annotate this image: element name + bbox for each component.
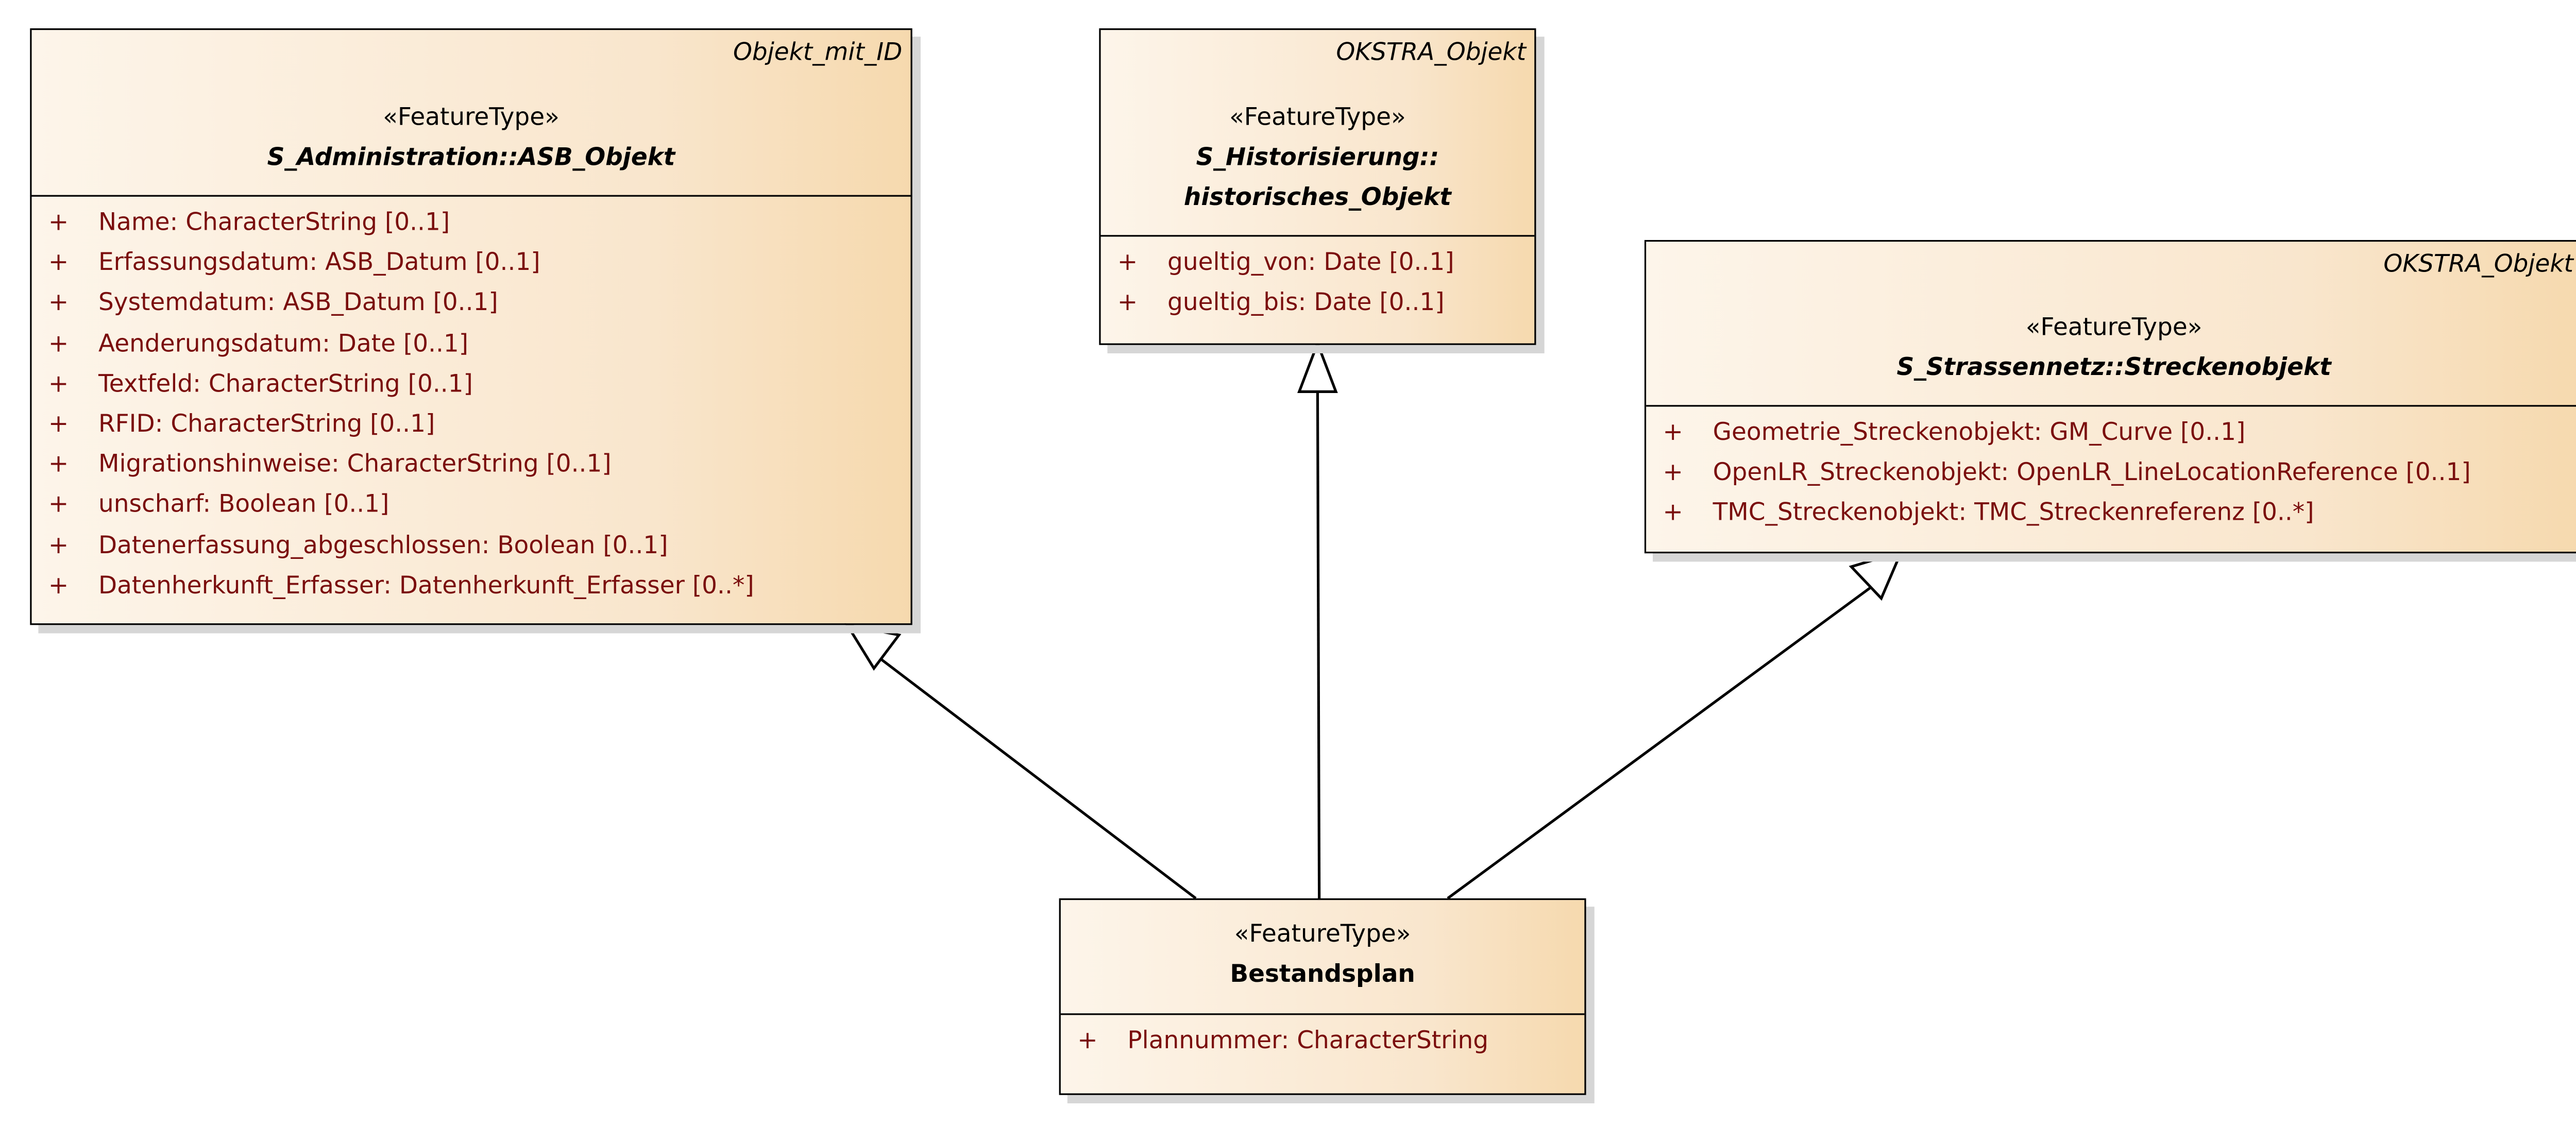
generalization-line-historisches-objekt[interactable] bbox=[1316, 391, 1321, 898]
class-name-line-1: S_Historisierung:: bbox=[1196, 145, 1439, 172]
generalization-arrowhead-historisches-objekt bbox=[1297, 339, 1338, 393]
attribute-text: Aenderungsdatum: Date [0..1] bbox=[98, 331, 469, 358]
attribute-text: Migrationshinweise: CharacterString [0..… bbox=[98, 452, 612, 479]
attribute-text: OpenLR_Streckenobjekt: OpenLR_LineLocati… bbox=[1713, 460, 2471, 487]
visibility-marker: + bbox=[1117, 250, 1138, 277]
attribute-text: Datenherkunft_Erfasser: Datenherkunft_Er… bbox=[98, 573, 754, 600]
class-name-line-2: historisches_Objekt bbox=[1183, 185, 1451, 212]
attribute-row[interactable]: + gueltig_von: Date [0..1] bbox=[1101, 248, 1535, 288]
attribute-text: Plannummer: CharacterString bbox=[1127, 1028, 1489, 1055]
attribute-row[interactable]: + Datenerfassung_abgeschlossen: Boolean [… bbox=[32, 531, 911, 571]
generalization-line-asb-objekt[interactable] bbox=[868, 649, 1197, 900]
class-streckenobjekt[interactable]: OKSTRA_Objekt «FeatureType» S_Strassenne… bbox=[1644, 240, 2576, 554]
visibility-marker: + bbox=[48, 532, 69, 559]
visibility-marker: + bbox=[48, 371, 69, 398]
visibility-marker: + bbox=[48, 331, 69, 358]
attribute-row[interactable]: + Aenderungsdatum: Date [0..1] bbox=[32, 329, 911, 369]
class-name: Bestandsplan bbox=[1230, 961, 1415, 988]
attribute-text: TMC_Streckenobjekt: TMC_Streckenreferenz… bbox=[1713, 500, 2314, 527]
attribute-text: Datenerfassung_abgeschlossen: Boolean [0… bbox=[98, 532, 668, 559]
attribute-row[interactable]: + Geometrie_Streckenobjekt: GM_Curve [0..… bbox=[1646, 418, 2576, 458]
attribute-list: + Name: CharacterString [0..1] + Erfassung… bbox=[32, 197, 911, 611]
attribute-text: Name: CharacterString [0..1] bbox=[98, 210, 450, 237]
attribute-text: gueltig_bis: Date [0..1] bbox=[1167, 290, 1445, 317]
attribute-row[interactable]: + Migrationshinweise: CharacterString [0.… bbox=[32, 450, 911, 490]
visibility-marker: + bbox=[1663, 420, 1683, 447]
generalization-arrowhead-asb-objekt bbox=[844, 623, 902, 671]
visibility-marker: + bbox=[48, 573, 69, 600]
attribute-list: + Geometrie_Streckenobjekt: GM_Curve [0..… bbox=[1646, 406, 2576, 539]
class-name: S_Administration::ASB_Objekt bbox=[267, 145, 675, 172]
generalization-line-streckenobjekt[interactable] bbox=[1447, 582, 1877, 900]
class-name: S_Strassennetz::Streckenobjekt bbox=[1896, 355, 2331, 382]
attribute-text: RFID: CharacterString [0..1] bbox=[98, 411, 435, 438]
attribute-row[interactable]: + OpenLR_Streckenobjekt: OpenLR_LineLocat… bbox=[1646, 458, 2576, 499]
visibility-marker: + bbox=[1077, 1028, 1098, 1055]
parent-class-label: Objekt_mit_ID bbox=[733, 40, 903, 67]
visibility-marker: + bbox=[48, 411, 69, 438]
attribute-text: Systemdatum: ASB_Datum [0..1] bbox=[98, 291, 498, 317]
stereotype-label: «FeatureType» bbox=[1234, 922, 1411, 949]
attribute-row[interactable]: + TMC_Streckenobjekt: TMC_Streckenreferen… bbox=[1646, 499, 2576, 539]
class-bestandsplan[interactable]: «FeatureType» Bestandsplan + Plannummer: … bbox=[1059, 898, 1586, 1095]
attribute-row[interactable]: + Textfeld: CharacterString [0..1] bbox=[32, 369, 911, 410]
class-asb-objekt[interactable]: Objekt_mit_ID «FeatureType» S_Administra… bbox=[30, 28, 912, 625]
attribute-row[interactable]: + unscharf: Boolean [0..1] bbox=[32, 490, 911, 531]
stereotype-label: «FeatureType» bbox=[383, 105, 560, 132]
attribute-text: Erfassungsdatum: ASB_Datum [0..1] bbox=[98, 250, 540, 277]
attribute-row[interactable]: + Plannummer: CharacterString bbox=[1061, 1027, 1584, 1067]
generalization-arrowhead-streckenobjekt bbox=[1849, 549, 1904, 601]
class-header: Objekt_mit_ID «FeatureType» S_Administra… bbox=[31, 30, 911, 197]
visibility-marker: + bbox=[1117, 290, 1138, 317]
visibility-marker: + bbox=[48, 250, 69, 277]
attribute-row[interactable]: + RFID: CharacterString [0..1] bbox=[32, 410, 911, 450]
stereotype-label: «FeatureType» bbox=[2025, 315, 2202, 342]
visibility-marker: + bbox=[48, 452, 69, 479]
parent-class-label: OKSTRA_Objekt bbox=[1336, 40, 1527, 67]
visibility-marker: + bbox=[48, 291, 69, 317]
visibility-marker: + bbox=[48, 492, 69, 519]
parent-class-label: OKSTRA_Objekt bbox=[2383, 251, 2573, 279]
attribute-row[interactable]: + gueltig_bis: Date [0..1] bbox=[1101, 288, 1535, 329]
attribute-text: unscharf: Boolean [0..1] bbox=[98, 492, 389, 519]
visibility-marker: + bbox=[1663, 460, 1683, 487]
attribute-text: gueltig_von: Date [0..1] bbox=[1167, 250, 1454, 277]
attribute-row[interactable]: + Name: CharacterString [0..1] bbox=[32, 208, 911, 248]
attribute-list: + Plannummer: CharacterString bbox=[1061, 1015, 1584, 1067]
attribute-row[interactable]: + Erfassungsdatum: ASB_Datum [0..1] bbox=[32, 249, 911, 289]
visibility-marker: + bbox=[48, 210, 69, 237]
attribute-row[interactable]: + Systemdatum: ASB_Datum [0..1] bbox=[32, 289, 911, 329]
attribute-text: Geometrie_Streckenobjekt: GM_Curve [0..1… bbox=[1713, 420, 2246, 447]
class-header: OKSTRA_Objekt «FeatureType» S_Strassenne… bbox=[1646, 242, 2576, 407]
attribute-row[interactable]: + Datenherkunft_Erfasser: Datenherkunft_E… bbox=[32, 571, 911, 611]
stereotype-label: «FeatureType» bbox=[1229, 105, 1406, 132]
class-header: «FeatureType» Bestandsplan bbox=[1060, 900, 1585, 1015]
attribute-list: + gueltig_von: Date [0..1] + gueltig_bis: … bbox=[1101, 236, 1535, 329]
visibility-marker: + bbox=[1663, 500, 1683, 527]
attribute-text: Textfeld: CharacterString [0..1] bbox=[98, 371, 473, 398]
class-historisches-objekt[interactable]: OKSTRA_Objekt «FeatureType» S_Historisie… bbox=[1099, 28, 1536, 345]
class-header: OKSTRA_Objekt «FeatureType» S_Historisie… bbox=[1100, 30, 1535, 237]
